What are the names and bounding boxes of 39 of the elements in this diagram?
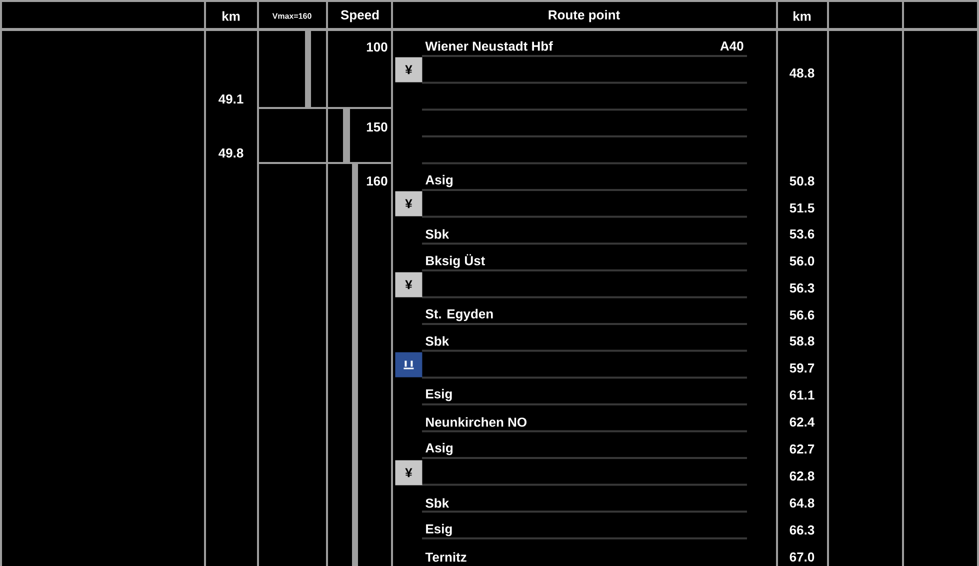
km-value: 51.5 [790, 203, 814, 213]
column-header: km [794, 11, 811, 21]
km-value: 62.8 [790, 471, 814, 481]
km-value: 49.8 [218, 148, 244, 158]
km-value: 64.8 [790, 498, 814, 508]
column-header: Route point [548, 10, 620, 22]
km-value: 56.3 [790, 283, 814, 293]
km-value: 62.7 [790, 444, 814, 454]
route-point-name: St. Egyden [426, 308, 493, 322]
symbol-box: ¥ [395, 460, 422, 486]
km-value: 49.1 [218, 94, 244, 104]
symbol-box: ¥ [395, 57, 422, 82]
km-value: 48.8 [790, 68, 814, 78]
km-value: 56.6 [790, 310, 814, 320]
route-point-name: Neunkirchen NO [426, 417, 526, 427]
km-value: 66.3 [790, 525, 814, 535]
km-value: 56.0 [790, 256, 814, 266]
speed-limit: 100 [366, 42, 388, 52]
route-point-name: Sbk [426, 229, 450, 239]
km-value: 59.7 [790, 363, 814, 373]
symbol-box: ¥ [395, 272, 422, 298]
symbol-box: ¥ [395, 191, 422, 216]
km-value: 62.4 [790, 417, 815, 427]
route-point-name: Wiener Neustadt Hbf [425, 41, 553, 51]
km-value: 61.1 [790, 390, 814, 400]
km-value: 58.8 [790, 336, 814, 346]
route-point-name: Sbk [426, 336, 450, 346]
route-point-name: Esig [426, 524, 452, 536]
column-header: km [222, 11, 240, 21]
km-value: 53.6 [790, 229, 814, 239]
symbol-icon [395, 352, 422, 378]
speed-limit: 150 [366, 122, 388, 132]
km-value: 50.8 [790, 176, 814, 186]
route-point-name: Ternitz [425, 552, 466, 562]
route-note: A40 [720, 41, 744, 51]
column-header: Vmax=160 [272, 13, 312, 19]
km-value: 67.0 [790, 552, 814, 562]
route-point-name: Sbk [426, 498, 450, 508]
speed-limit: 160 [366, 176, 388, 186]
